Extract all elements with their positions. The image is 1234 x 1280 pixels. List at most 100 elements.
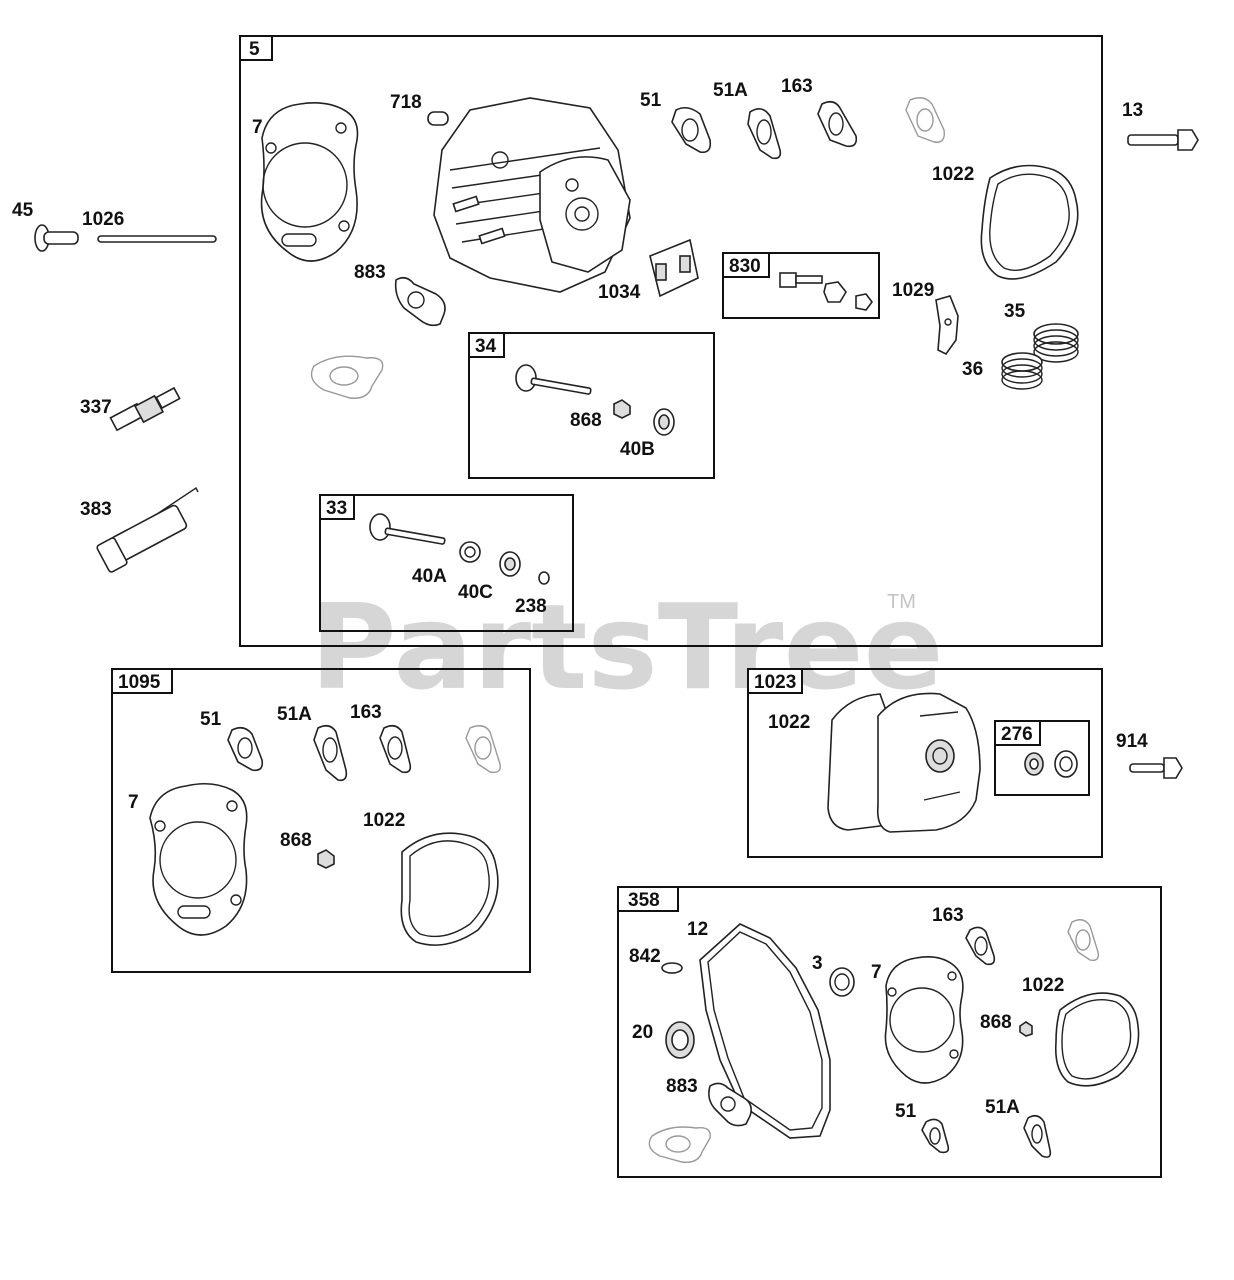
ghost-gasket-d: [1067, 919, 1100, 962]
label-163: 163: [781, 76, 813, 97]
group-276-tag: 276: [1001, 724, 1033, 745]
label-c-914: 914: [1116, 731, 1148, 752]
label-40B: 40B: [620, 439, 655, 460]
oil-seal-20[interactable]: [665, 1021, 695, 1059]
label-51: 51: [640, 90, 662, 111]
gasket-1022-d[interactable]: [1054, 992, 1140, 1087]
seal-40C[interactable]: [499, 551, 521, 577]
gasket-163-d[interactable]: [965, 926, 996, 966]
label-b-7: 7: [128, 792, 139, 813]
label-b-51A: 51A: [277, 704, 312, 725]
head-gasket-7-d[interactable]: [884, 956, 964, 1084]
group-1023-tag: 1023: [754, 672, 796, 693]
label-45: 45: [12, 200, 34, 221]
label-1034: 1034: [598, 282, 641, 303]
group-34-tag: 34: [475, 336, 497, 357]
label-35: 35: [1004, 301, 1026, 322]
label-36: 36: [962, 359, 983, 380]
keeper-238[interactable]: [538, 571, 550, 585]
part-45[interactable]: [34, 224, 79, 252]
label-b-51: 51: [200, 709, 222, 730]
group-5: 5: [239, 35, 1103, 647]
seal-3[interactable]: [829, 967, 855, 997]
label-383: 383: [80, 499, 112, 520]
group-33: 33: [319, 494, 574, 632]
crankcase-gasket-12[interactable]: [699, 923, 831, 1139]
exhaust-gasket-883[interactable]: [394, 276, 446, 327]
retainer-868-kit[interactable]: [317, 849, 335, 869]
label-d-868: 868: [980, 1012, 1012, 1033]
label-718: 718: [390, 92, 422, 113]
head-gasket-7[interactable]: [260, 102, 359, 262]
label-d-7: 7: [871, 962, 882, 983]
gasket-1022-kit[interactable]: [400, 832, 499, 946]
pin-718[interactable]: [427, 111, 449, 126]
spring-35[interactable]: [1033, 323, 1079, 363]
rocker-stud-830[interactable]: [779, 272, 873, 311]
label-b-868: 868: [280, 830, 312, 851]
label-d-20: 20: [632, 1022, 653, 1043]
group-358-tag: 358: [628, 890, 660, 911]
seal-40A[interactable]: [459, 541, 481, 563]
label-40A: 40A: [412, 566, 447, 587]
retainer-868[interactable]: [613, 399, 631, 419]
group-830-tag: 830: [729, 256, 761, 277]
ghost-gasket-top: [905, 97, 945, 143]
label-d-163: 163: [932, 905, 964, 926]
gasket-51[interactable]: [671, 106, 712, 154]
group-830: 830: [722, 252, 880, 319]
gasket-51A-kit[interactable]: [313, 724, 348, 782]
watermark-trademark: TM: [887, 591, 916, 613]
label-51A: 51A: [713, 80, 748, 101]
label-b-163: 163: [350, 702, 382, 723]
label-13: 13: [1122, 100, 1143, 121]
gasket-51-kit[interactable]: [227, 726, 264, 772]
plate-1034[interactable]: [649, 238, 699, 298]
ghost-gasket-d2: [648, 1126, 711, 1163]
label-d-883: 883: [666, 1076, 698, 1097]
bolt-914[interactable]: [1129, 757, 1183, 779]
spring-36[interactable]: [1001, 352, 1043, 390]
oring-842[interactable]: [661, 962, 683, 974]
head-gasket-7-kit[interactable]: [149, 782, 248, 936]
tool-383[interactable]: [96, 486, 199, 573]
label-1026: 1026: [82, 209, 124, 230]
label-238: 238: [515, 596, 547, 617]
label-b-1022: 1022: [363, 810, 405, 831]
label-d-51A: 51A: [985, 1097, 1020, 1118]
cylinder-head[interactable]: [433, 97, 631, 293]
gasket-163[interactable]: [817, 100, 858, 148]
valve-cover-1023[interactable]: [876, 692, 981, 833]
group-33-tag: 33: [326, 498, 347, 519]
gasket-51A[interactable]: [747, 108, 782, 160]
ghost-gasket-left: [310, 355, 384, 399]
gasket-163-kit[interactable]: [379, 724, 412, 774]
bolt-13[interactable]: [1127, 129, 1199, 151]
valve-33[interactable]: [369, 513, 446, 545]
group-1095: 1095: [111, 668, 531, 973]
gasket-51-d[interactable]: [921, 1118, 950, 1154]
exhaust-gasket-883-d[interactable]: [708, 1082, 752, 1127]
group-1095-tag: 1095: [118, 672, 161, 693]
label-c-1022: 1022: [768, 712, 810, 733]
label-d-12: 12: [687, 919, 708, 940]
label-7: 7: [252, 117, 263, 138]
label-883: 883: [354, 262, 386, 283]
group-5-tag: 5: [249, 39, 260, 60]
washer-276[interactable]: [1024, 750, 1078, 778]
retainer-868-d[interactable]: [1019, 1021, 1033, 1037]
label-d-842: 842: [629, 946, 661, 967]
rocker-arm-1029[interactable]: [935, 295, 959, 356]
label-337: 337: [80, 397, 112, 418]
group-34: 34: [468, 332, 715, 479]
spark-plug-337[interactable]: [109, 386, 181, 432]
gasket-51A-d[interactable]: [1023, 1114, 1052, 1158]
valve-34[interactable]: [515, 364, 592, 395]
label-868: 868: [570, 410, 602, 431]
label-1022: 1022: [932, 164, 974, 185]
valve-cover-gasket-1022[interactable]: [980, 164, 1079, 280]
seal-40B[interactable]: [653, 408, 675, 436]
push-rod-1026[interactable]: [97, 235, 217, 243]
group-1023: 1023: [747, 668, 1103, 858]
